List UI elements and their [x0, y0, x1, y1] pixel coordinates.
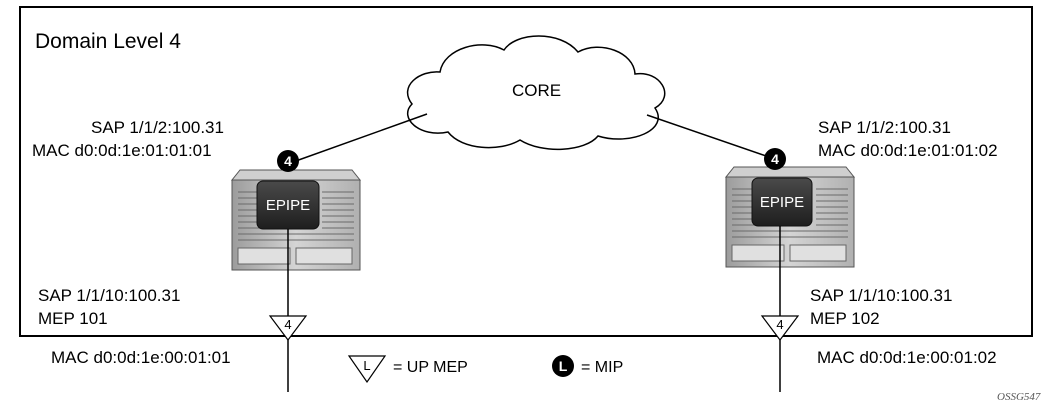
right-network-sap: SAP 1/1/2:100.31 [818, 118, 951, 137]
left-access-mac: MAC d0:0d:1e:00:01:01 [51, 348, 231, 367]
left-mip-circle [277, 150, 299, 172]
core-label: CORE [512, 81, 562, 100]
right-mip-level: 4 [771, 151, 779, 167]
figure-reference: OSSG547 [997, 391, 1041, 403]
legend-mip-circle [552, 355, 574, 377]
legend-up-mep-triangle [347, 355, 387, 384]
left-core-link [292, 113, 428, 163]
right-core-link [646, 114, 773, 159]
right-mep-level: 4 [776, 317, 783, 332]
left-mip-level: 4 [284, 153, 292, 169]
right-mip-circle [764, 148, 786, 170]
core-cloud [406, 35, 666, 150]
right-epipe-block [751, 177, 813, 227]
right-epipe-label: EPIPE [760, 194, 804, 211]
right-access-mac: MAC d0:0d:1e:00:01:02 [817, 348, 997, 367]
left-epipe-label: EPIPE [266, 197, 310, 214]
left-network-mac: MAC d0:0d:1e:01:01:01 [32, 141, 212, 160]
legend-up-mep-symbol: L [363, 358, 370, 373]
right-mep-label: MEP 102 [810, 309, 880, 328]
domain-title: Domain Level 4 [35, 30, 181, 53]
left-mep-label: MEP 101 [38, 309, 108, 328]
legend-mip-text: = MIP [581, 359, 624, 376]
right-access-sap: SAP 1/1/10:100.31 [810, 286, 953, 305]
left-network-sap: SAP 1/1/2:100.31 [91, 118, 224, 137]
right-up-mep-triangle [760, 315, 800, 341]
domain-level-box [19, 6, 1033, 337]
left-mep-level: 4 [284, 317, 291, 332]
legend-mip-symbol: L [559, 358, 568, 374]
left-access-sap: SAP 1/1/10:100.31 [38, 286, 181, 305]
left-up-mep-triangle [268, 315, 308, 341]
legend-up-mep-text: = UP MEP [393, 359, 468, 376]
right-network-mac: MAC d0:0d:1e:01:01:02 [818, 141, 998, 160]
